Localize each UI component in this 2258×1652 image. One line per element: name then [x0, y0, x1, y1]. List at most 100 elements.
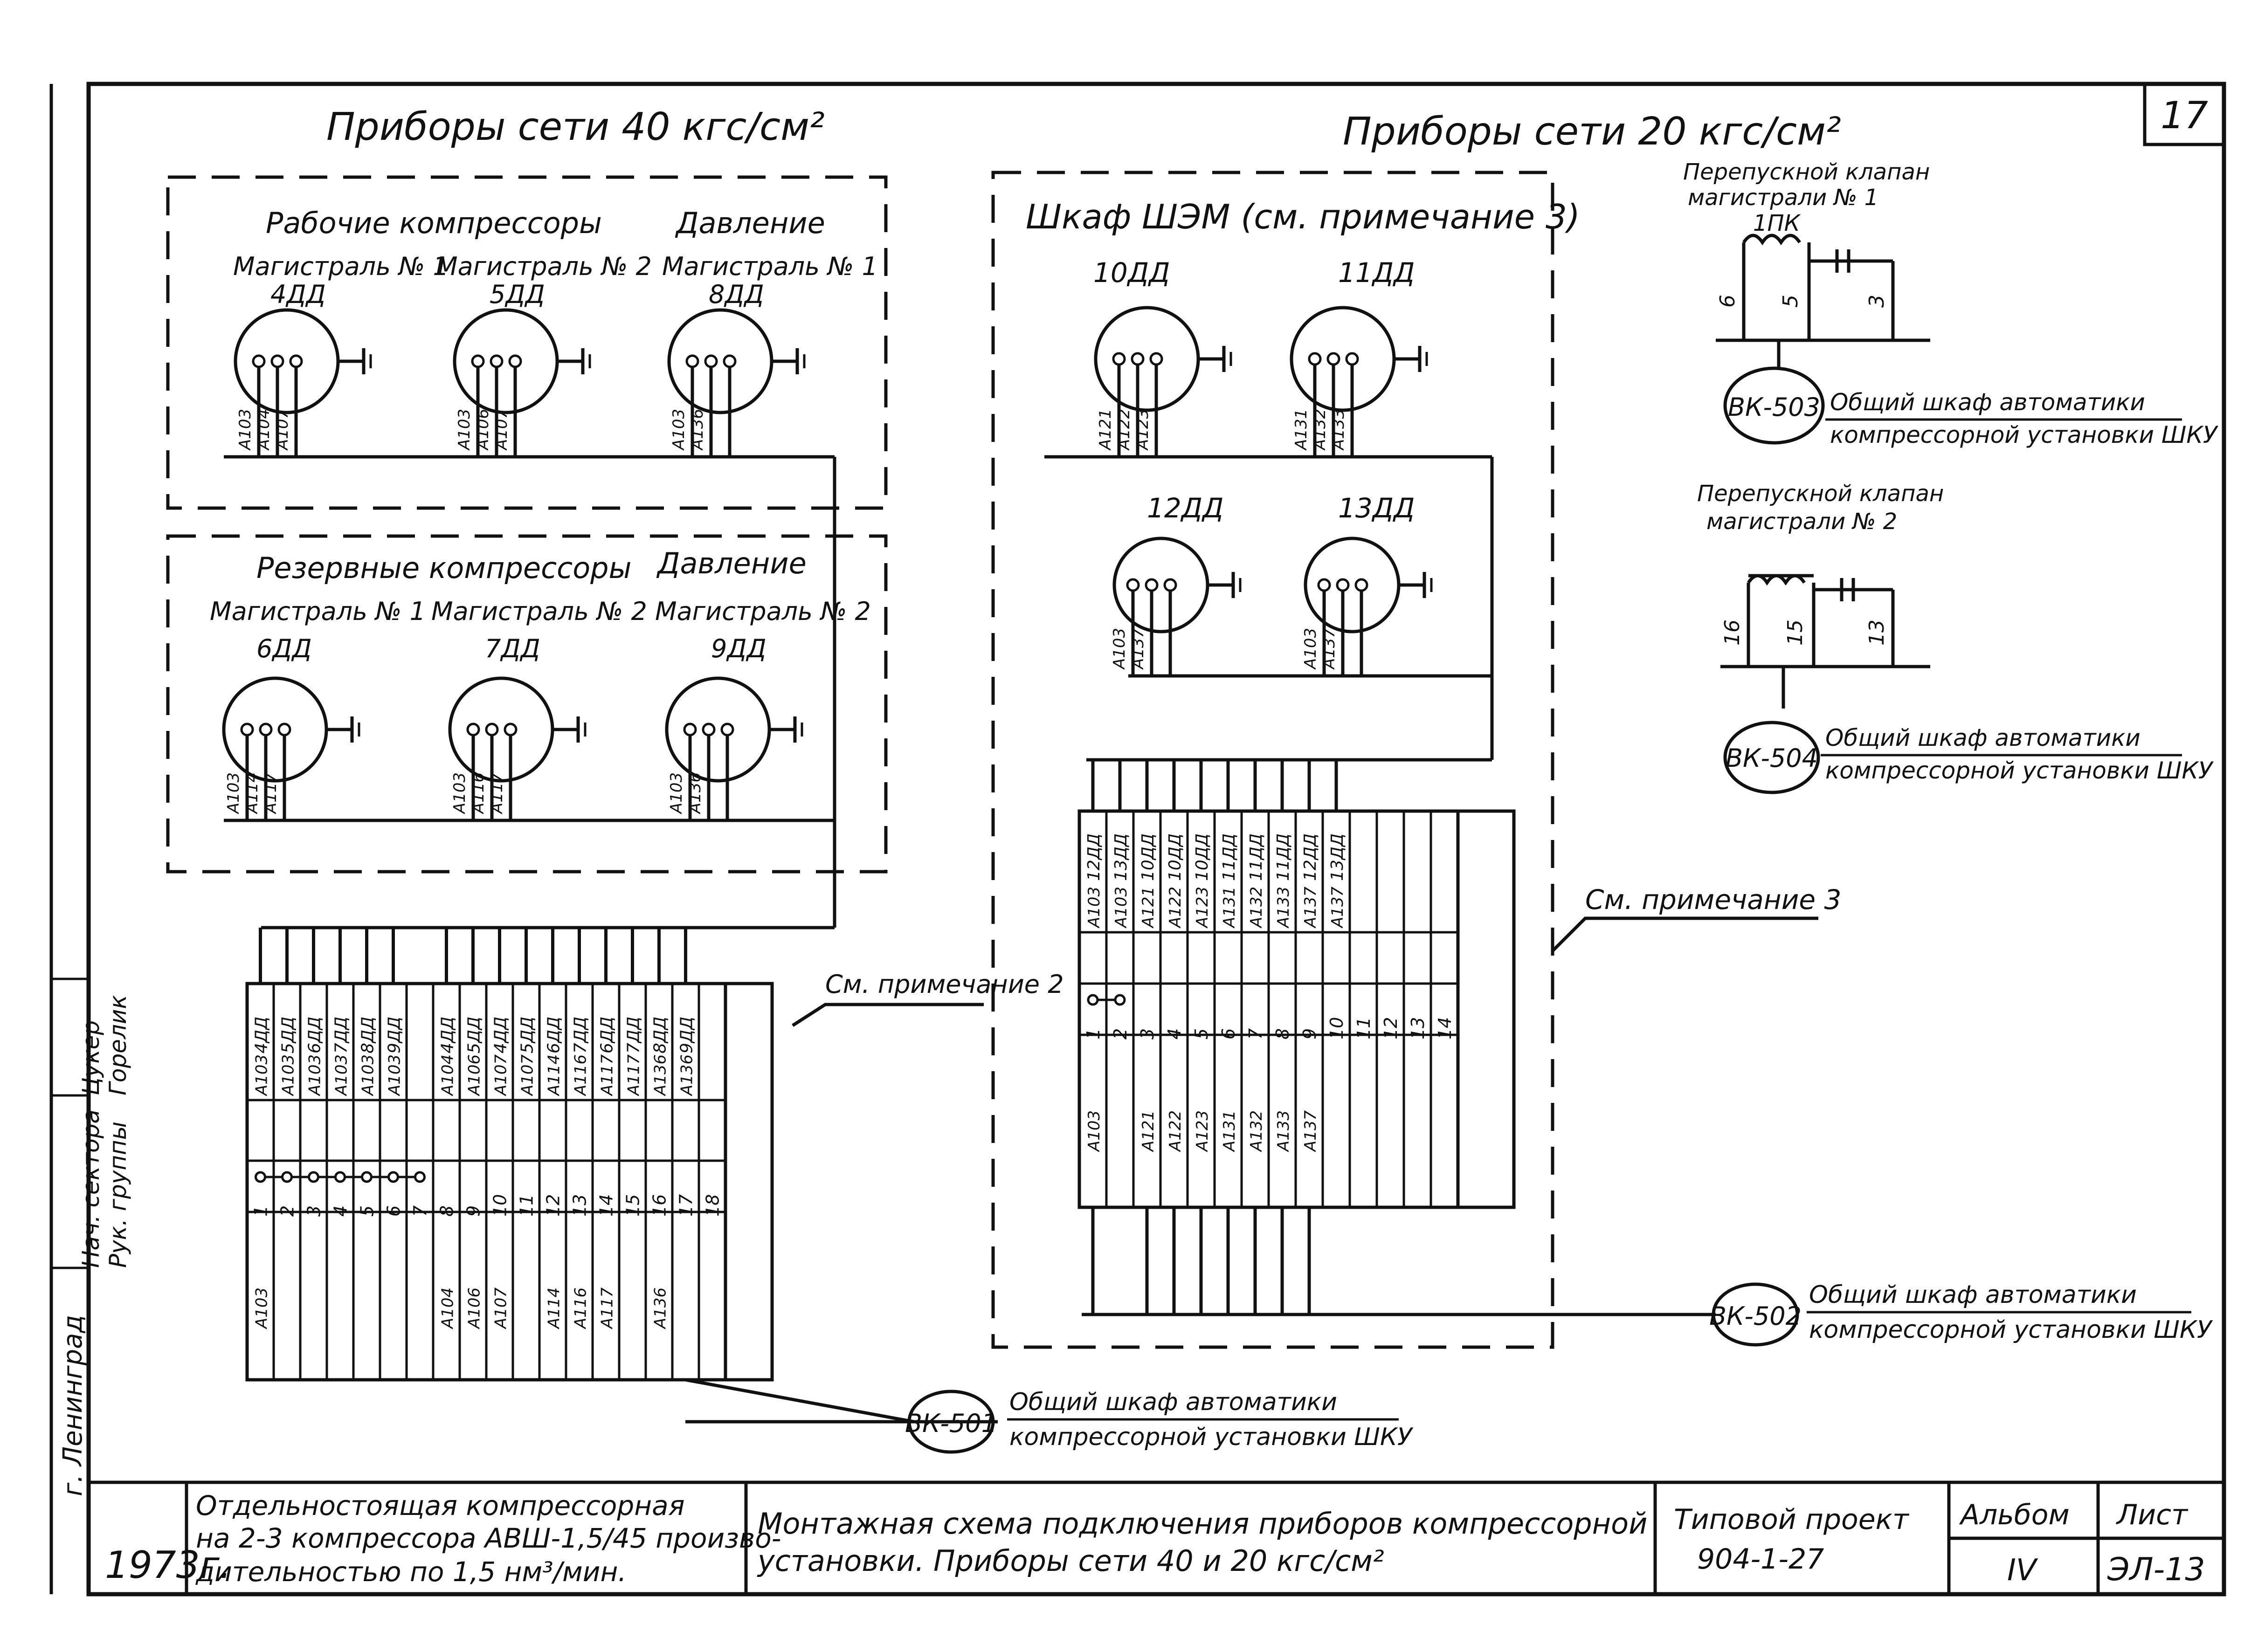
instrument-tag-13dd: 13ДД	[1338, 492, 1415, 524]
gauge-wire-label: А103	[667, 772, 686, 814]
bypass-valve-1: Перепускной клапан магистрали № 1 1ПК 6 …	[1683, 159, 2219, 448]
terminal-note-left: См. примечание 2	[825, 970, 1064, 999]
vk502-caption-line-2: компрессорной установки ШКУ	[1809, 1316, 2213, 1344]
terminal-tag: 11ДД	[1220, 833, 1239, 881]
pressure-gauge-symbol	[453, 308, 591, 457]
terminal-wire: А117	[625, 1054, 643, 1096]
pressure-gauge-symbol	[222, 676, 360, 820]
terminal-tag: 4ДД	[252, 1017, 271, 1053]
terminal-wire: А137	[1328, 886, 1347, 929]
instrument-tag: 7ДД	[485, 634, 540, 663]
terminal-tag: 5ДД	[465, 1017, 484, 1053]
valve-tag: 1ПК	[1753, 210, 1801, 236]
terminal-number: 12	[543, 1194, 564, 1217]
section-20-title: Приборы сети 20 кгс/см²	[1343, 110, 1841, 154]
instrument-tag: 9ДД	[711, 634, 766, 663]
gauge-wire-label: А114	[243, 772, 262, 814]
terminal-number: 18	[703, 1194, 723, 1217]
terminal-number: 9	[1299, 1028, 1320, 1039]
terminal-wire: А132	[1247, 887, 1266, 929]
cable-label-vk502: ВК-502	[1709, 1301, 1802, 1331]
gauge-wire-label: А117	[262, 772, 280, 814]
cabinet-frame	[991, 171, 1554, 1349]
work-pressure-heading: Давление	[675, 206, 825, 240]
gauge-wire-label: А103	[450, 772, 469, 814]
terminal-number: 2	[1110, 1028, 1131, 1039]
valve-title-1: Перепускной клапан	[1697, 481, 1944, 507]
terminal-number: 4	[331, 1205, 351, 1217]
terminal-wire: А106	[465, 1054, 484, 1096]
terminal-wire: А103	[332, 1054, 351, 1096]
terminal-wire-bottom: А131	[1220, 1110, 1239, 1152]
title-block: 1973г. Отдельностоящая компрессорная на …	[105, 1490, 2205, 1588]
terminal-tag: 9ДД	[385, 1017, 404, 1053]
terminal-number: 3	[1137, 1028, 1158, 1039]
terminal-number: 9	[463, 1205, 484, 1217]
pressure-gauge-symbol	[448, 676, 587, 820]
terminal-block-left: 4ДДА1031А1035ДДА10326ДДА10337ДДА10348ДДА…	[245, 928, 774, 1382]
terminal-number: 6	[1218, 1028, 1239, 1039]
title-project-label: Типовой проект	[1674, 1503, 1910, 1536]
terminal-wire-bottom: А121	[1139, 1110, 1158, 1152]
terminal-block-right: 12ДДА1031А10313ДДА103210ДДА1213А12110ДДА…	[1077, 760, 1516, 1315]
bypass-valve-2: Перепускной клапан магистрали № 2 16 15 …	[1697, 481, 2214, 794]
terminal-wire: А136	[678, 1054, 697, 1096]
gauge-wire-label: А137	[1320, 627, 1339, 670]
gauge-wire-label: А122	[1115, 409, 1133, 451]
terminal-number: 17	[676, 1194, 697, 1217]
cabinet-title: Шкаф ШЭМ (см. примечание 3)	[1026, 197, 1580, 236]
title-object-line-2: на 2-3 компрессора АВШ-1,5/45 произво-	[196, 1522, 781, 1554]
terminal-number: 10	[490, 1194, 511, 1217]
cable-label-vk504: ВК-504	[1726, 743, 1818, 773]
terminal-wire: А103	[253, 1054, 271, 1096]
terminal-number: 7	[410, 1205, 431, 1217]
gauge-wire-label: А103	[1110, 628, 1129, 670]
gauge-wire-label: А107	[273, 408, 292, 451]
valve-wire-c: 3	[1865, 295, 1889, 308]
terminal-tag: 9ДД	[677, 1017, 697, 1053]
instrument-7dd: Магистраль № 2 7ДД	[431, 597, 647, 663]
terminal-wire: А103	[386, 1054, 404, 1096]
section-40-title: Приборы сети 40 кгс/см²	[326, 105, 825, 149]
terminal-tag: 12ДД	[1084, 833, 1104, 881]
terminal-wire-bottom: А103	[253, 1287, 271, 1329]
terminal-tag: 13ДД	[1328, 833, 1347, 881]
gauge-wire-label: А117	[488, 772, 506, 814]
terminal-wire: А122	[1166, 887, 1185, 929]
pressure-gauge-symbol	[665, 676, 803, 820]
terminal-wire-bottom: А123	[1193, 1110, 1212, 1152]
gauge-wire-label: А136	[688, 409, 707, 451]
instrument-8dd: Магистраль № 1 8ДД	[662, 252, 878, 309]
terminal-wire-bottom: А136	[651, 1287, 670, 1329]
valve-wire-a: 16	[1720, 620, 1744, 646]
terminal-number: 8	[437, 1205, 457, 1217]
terminal-number: 13	[570, 1194, 590, 1217]
reserve-group-heading: Резервные компрессоры	[256, 551, 632, 585]
vk504-caption-line-2: компрессорной установки ШКУ	[1825, 757, 2214, 784]
terminal-tag: 10ДД	[1139, 833, 1158, 881]
side-stamp-name-2: Цукер	[77, 1020, 104, 1095]
terminal-tag: 6ДД	[598, 1017, 617, 1053]
terminal-tag: 12ДД	[1301, 833, 1320, 881]
valve-title-1: Перепускной клапан	[1683, 159, 1930, 185]
terminal-tag: 11ДД	[1274, 833, 1293, 881]
vk502-caption-line-1: Общий шкаф автоматики	[1809, 1281, 2137, 1309]
terminal-wire-bottom: А133	[1274, 1110, 1293, 1152]
terminal-number: 11	[1353, 1017, 1374, 1039]
terminal-wire: А103	[359, 1054, 378, 1096]
terminal-tag: 4ДД	[438, 1017, 457, 1053]
vk503-caption-line-1: Общий шкаф автоматики	[1830, 389, 2145, 416]
terminal-wire: А136	[651, 1054, 670, 1096]
pressure-gauges	[222, 306, 1433, 820]
instrument-5dd: Магистраль № 2 5ДД	[436, 252, 652, 309]
terminal-tag: 5ДД	[518, 1017, 537, 1053]
